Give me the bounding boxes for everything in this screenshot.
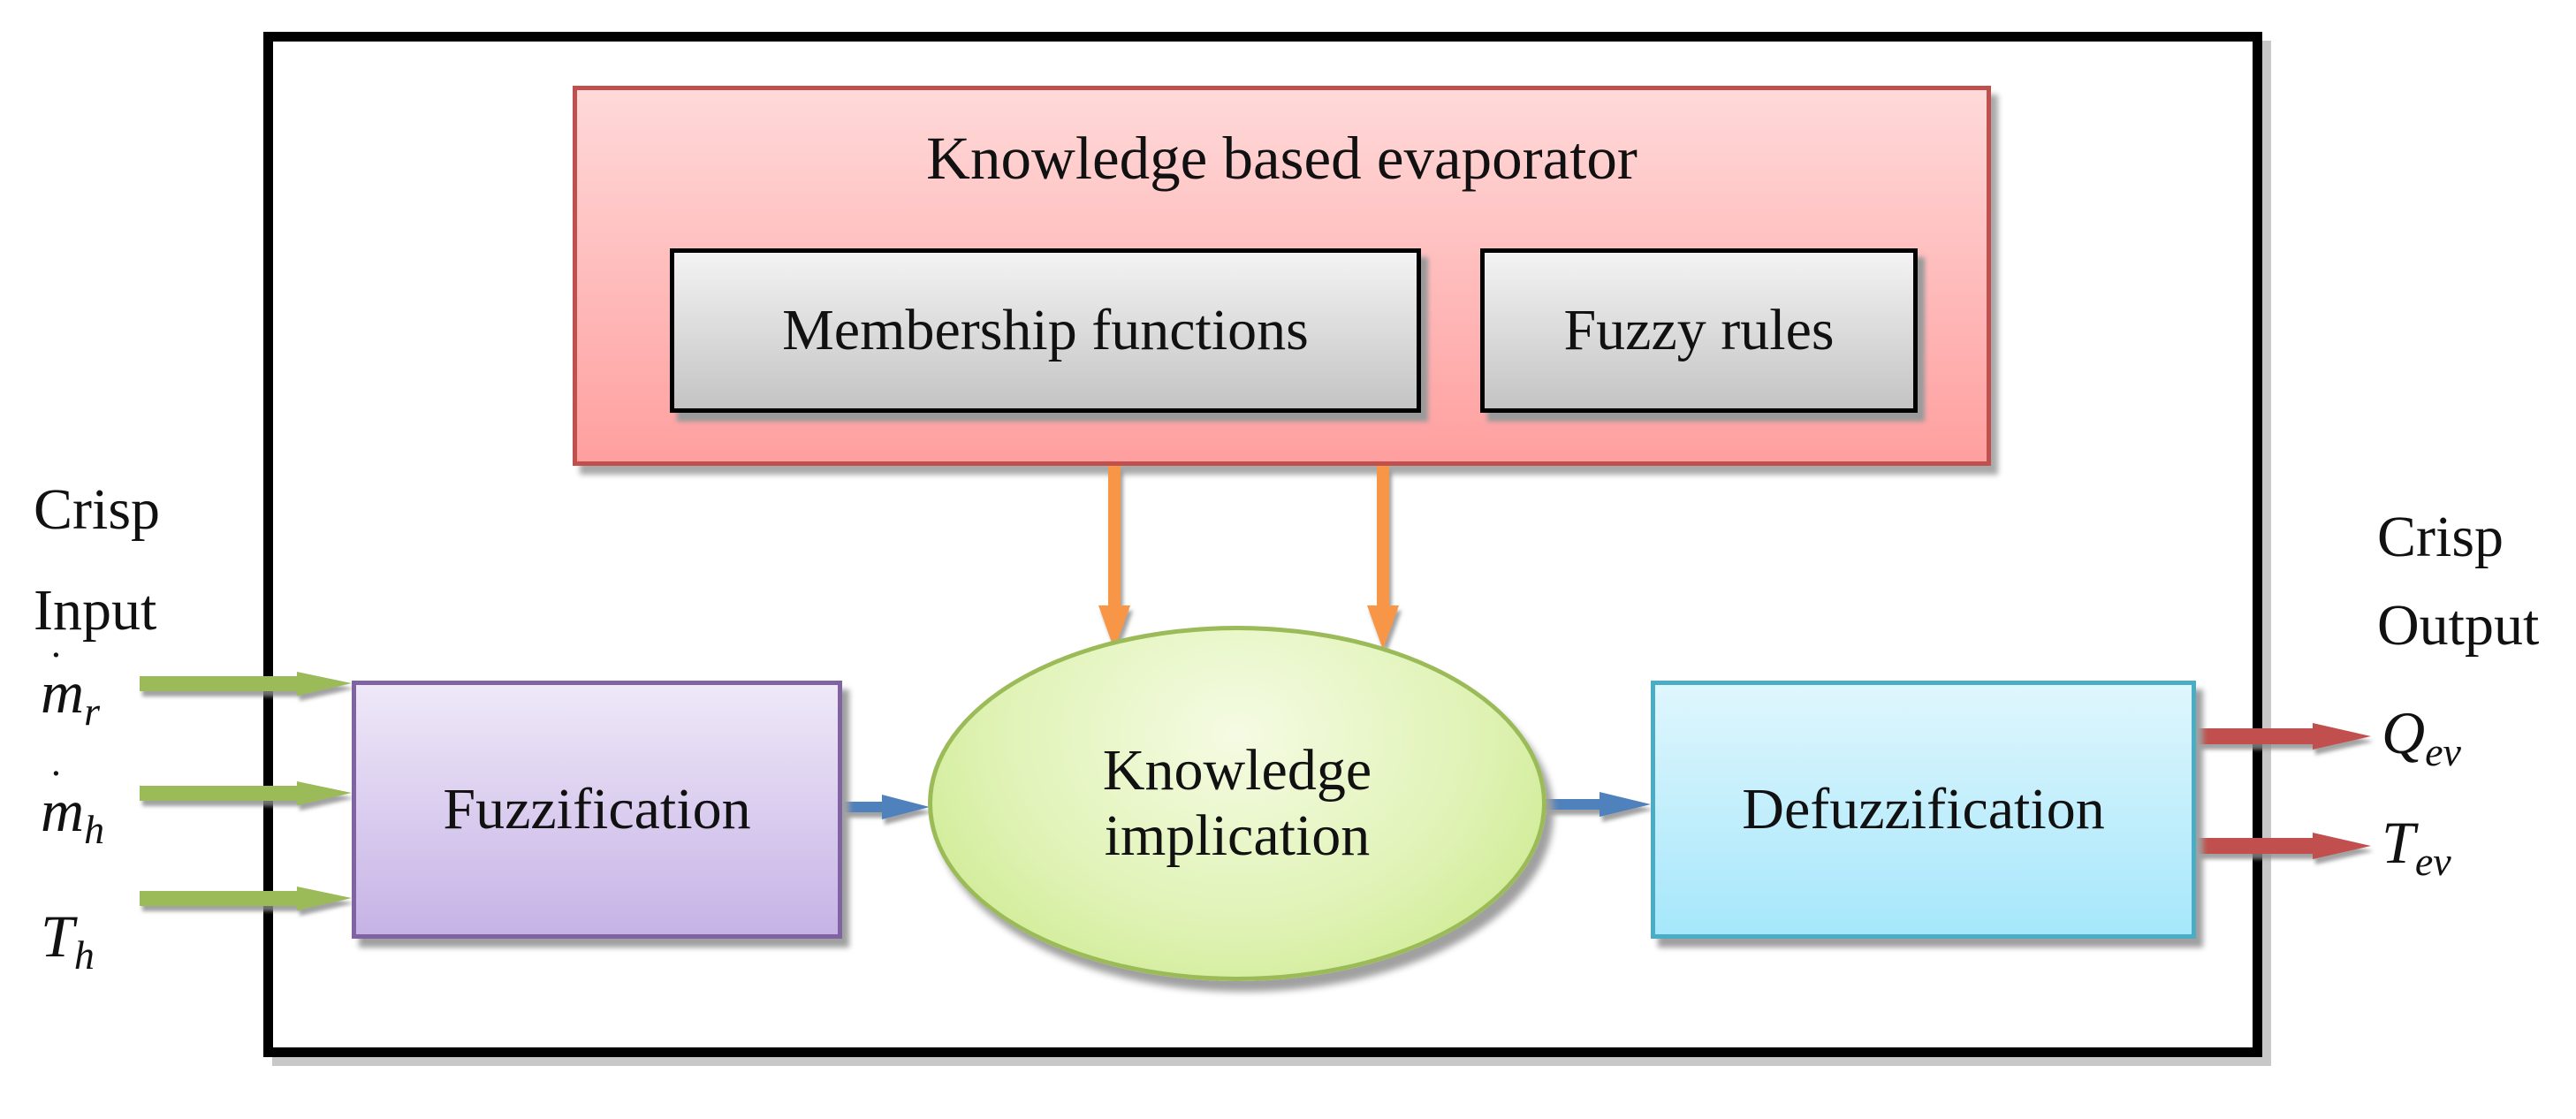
system-frame bbox=[263, 32, 2262, 1057]
membership-functions-label: Membership functions bbox=[782, 298, 1309, 363]
flow-arrows bbox=[842, 792, 1651, 819]
flow-arrow-head-2 bbox=[1600, 792, 1651, 817]
output-variable-tev: Tev bbox=[2382, 808, 2451, 885]
evaporator-title: Knowledge based evaporator bbox=[926, 125, 1638, 192]
input-arrow-shaft-2 bbox=[140, 786, 300, 801]
input-arrows bbox=[140, 672, 352, 910]
input-variable-mr: m˙r bbox=[41, 642, 101, 735]
dot-accent-icon: ˙ bbox=[49, 760, 64, 810]
input-variable-th: Th bbox=[41, 902, 95, 978]
fuzzy-rules-label: Fuzzy rules bbox=[1563, 298, 1835, 363]
output-arrow-shaft-1 bbox=[2196, 728, 2316, 744]
input-mr-subscript: r bbox=[84, 688, 101, 734]
output-arrows bbox=[2196, 723, 2371, 859]
flow-arrow-shaft-1 bbox=[842, 802, 885, 812]
fuzzification-box: Fuzzification bbox=[352, 681, 842, 939]
knowledge-implication-line2: implication bbox=[1104, 803, 1371, 868]
knowledge-implication-line1: Knowledge bbox=[1102, 738, 1372, 803]
fr-down-arrow-shaft bbox=[1377, 466, 1389, 607]
fr-down-arrow-head bbox=[1367, 605, 1399, 650]
input-th-subscript: h bbox=[73, 932, 95, 978]
input-mh-subscript: h bbox=[84, 806, 105, 852]
fuzzy-rules-box: Fuzzy rules bbox=[1480, 248, 1918, 413]
flow-arrow-shaft-2 bbox=[1545, 799, 1603, 810]
fuzzification-label: Fuzzification bbox=[443, 777, 751, 842]
crisp-input-label-line1: Crisp bbox=[34, 477, 161, 542]
output-qev-symbol: Q bbox=[2382, 699, 2426, 766]
mf-down-arrow-shaft bbox=[1108, 466, 1121, 607]
knowledge-arrows bbox=[1098, 466, 1399, 650]
input-arrow-shaft-1 bbox=[140, 676, 300, 691]
output-arrow-shaft-2 bbox=[2196, 838, 2316, 854]
output-tev-subscript: ev bbox=[2414, 838, 2451, 884]
membership-functions-box: Membership functions bbox=[670, 248, 1421, 413]
output-variable-qev: Qev bbox=[2382, 698, 2461, 775]
crisp-output-label-line2: Output bbox=[2377, 593, 2540, 658]
input-arrow-head-2 bbox=[297, 781, 352, 805]
defuzzification-box: Defuzzification bbox=[1651, 681, 2196, 939]
crisp-output-label-line1: Crisp bbox=[2377, 505, 2504, 569]
knowledge-implication-ellipse: Knowledge implication bbox=[928, 626, 1546, 981]
input-mh-symbol: m˙ bbox=[41, 760, 85, 844]
input-mr-symbol: m˙ bbox=[41, 642, 85, 726]
output-arrow-head-2 bbox=[2313, 833, 2371, 859]
mf-down-arrow-head bbox=[1098, 605, 1130, 650]
crisp-input-label-line2: Input bbox=[34, 578, 157, 643]
input-arrow-shaft-3 bbox=[140, 891, 300, 906]
output-arrow-head-1 bbox=[2313, 723, 2371, 750]
flow-arrow-head-1 bbox=[882, 795, 930, 819]
output-tev-symbol: T bbox=[2382, 809, 2415, 876]
knowledge-implication-label: Knowledge implication bbox=[1103, 738, 1372, 869]
input-th-symbol: T bbox=[41, 902, 74, 970]
input-arrow-head-3 bbox=[297, 887, 352, 910]
dot-accent-icon: ˙ bbox=[49, 642, 64, 691]
input-arrow-head-1 bbox=[297, 672, 352, 696]
defuzzification-label: Defuzzification bbox=[1742, 777, 2105, 842]
input-variable-mh: m˙h bbox=[41, 760, 105, 853]
output-qev-subscript: ev bbox=[2425, 728, 2461, 774]
